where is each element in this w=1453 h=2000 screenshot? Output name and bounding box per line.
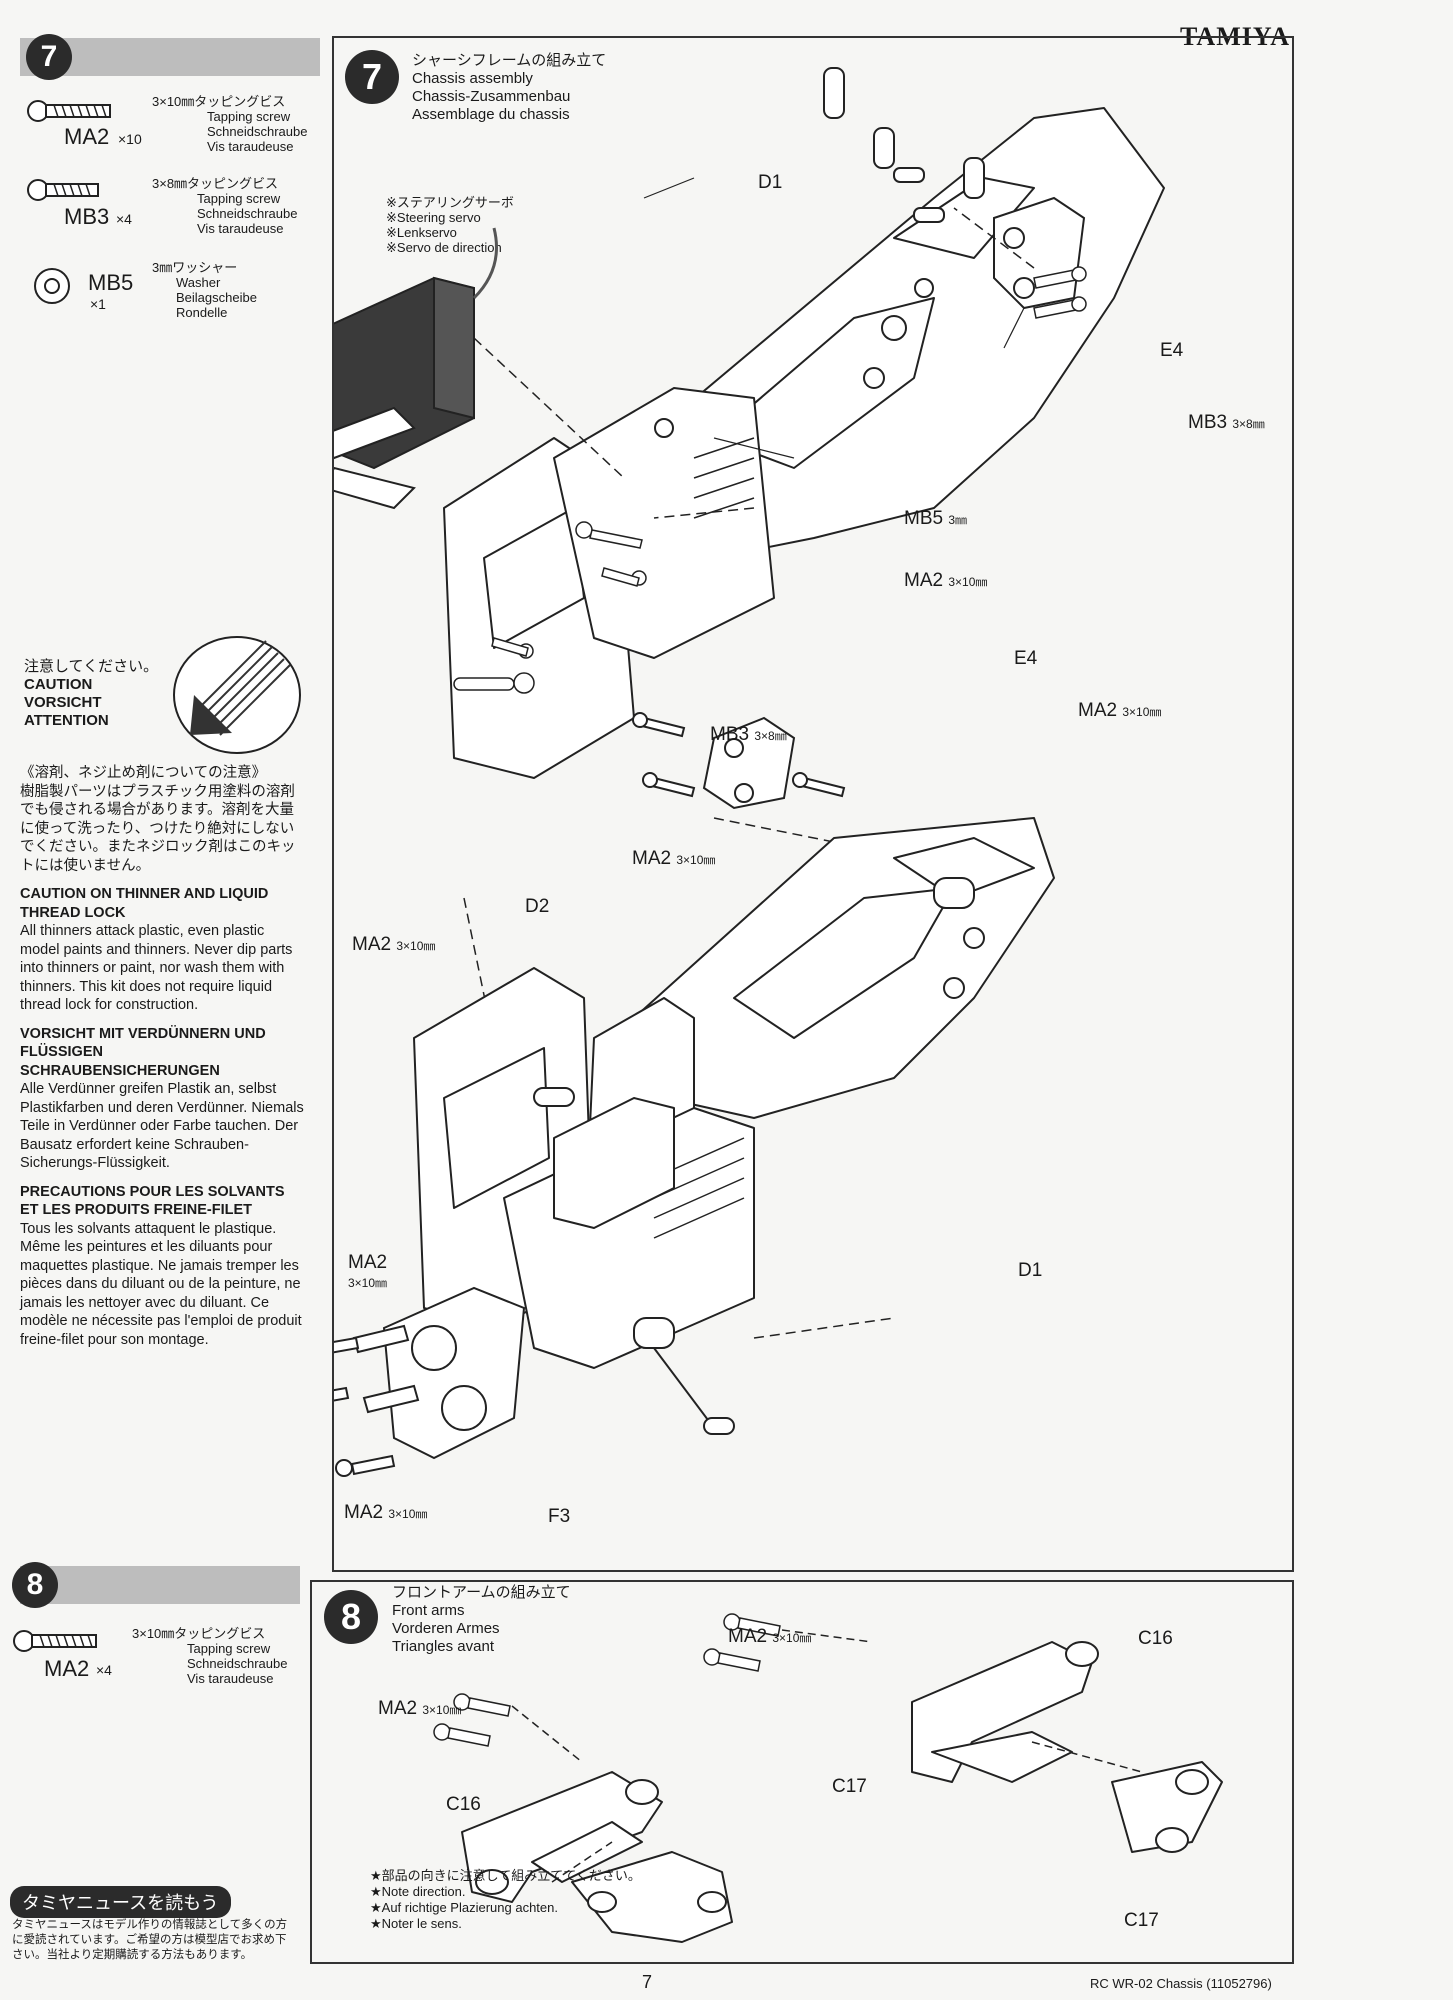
- label-f3: F3: [548, 1506, 571, 1527]
- label-mb3-top: MB3 3×8㎜: [1188, 412, 1265, 433]
- page-number: 7: [642, 1972, 653, 1992]
- part-desc-mb3: 3×8㎜タッピングビス Tapping screw Schneidschraub…: [152, 176, 298, 236]
- part-qty-mb5: ×1: [90, 296, 106, 312]
- caution-heading: 注意してください。 CAUTION VORSICHT ATTENTION: [24, 658, 159, 729]
- step7-assembly-diagram: [334, 67, 1165, 1477]
- steering-servo: [334, 227, 498, 510]
- step8-front-arms-diagram: [433, 1613, 1223, 1943]
- gear-mount-f3: [334, 1087, 735, 1477]
- label-ma2-a: MA2 3×10㎜: [904, 570, 988, 591]
- part-code-mb5: MB5: [88, 270, 134, 295]
- front-arm-c17: [571, 1851, 733, 1943]
- caution-arrow-icon: [173, 636, 301, 754]
- bracket-e4-mid: [632, 712, 846, 810]
- label-e4-mid: E4: [1014, 648, 1038, 669]
- label-d1-top: D1: [758, 172, 783, 193]
- step8-panel-badge: 8: [324, 1590, 378, 1644]
- part-desc-ma2-step8: 3×10㎜タッピングビス Tapping screw Schneidschrau…: [132, 1626, 288, 1686]
- model-code: RC WR-02 Chassis (11052796): [1090, 1976, 1272, 1991]
- label-d2: D2: [525, 896, 550, 917]
- screw-ma2-icon: [27, 100, 111, 122]
- part-code-ma2: MA2: [64, 124, 110, 149]
- label-ma2-f: MA2 3×10㎜: [344, 1502, 428, 1523]
- label-mb3-mid: MB3 3×8㎜: [710, 724, 787, 745]
- label-c17-b: C17: [1124, 1910, 1159, 1931]
- label-ma2-d: MA2 3×10㎜: [352, 934, 436, 955]
- frame-lower: [413, 817, 1055, 1369]
- step7-number-badge: 7: [26, 34, 72, 80]
- part-code-ma2-step8: MA2: [44, 1656, 90, 1681]
- step7-panel: [332, 36, 1294, 1572]
- label-c17-a: C17: [832, 1776, 867, 1797]
- step7-title: シャーシフレームの組み立て Chassis assembly Chassis-Z…: [412, 52, 607, 123]
- part-qty-ma2: ×10: [118, 131, 142, 147]
- part-qty-ma2-step8: ×4: [96, 1662, 112, 1678]
- part-code-mb3: MB3: [64, 204, 110, 229]
- label-c16-a: C16: [1138, 1628, 1173, 1649]
- tamiya-news-badge: タミヤニュースを読もう: [10, 1886, 231, 1918]
- label-c16-b: C16: [446, 1794, 481, 1815]
- step8-header-bar: [20, 1566, 300, 1604]
- part-qty-mb3: ×4: [116, 211, 132, 227]
- washer-mb5-icon: [34, 268, 70, 304]
- label-d1-bottom: D1: [1018, 1260, 1043, 1281]
- label-ma2-c: MA2 3×10㎜: [632, 848, 716, 869]
- direction-note: ★部品の向きに注意して組み立ててください。 ★Note direction. ★…: [370, 1868, 641, 1931]
- label-ma2-step8-a: MA2 3×10㎜: [728, 1626, 812, 1647]
- part-desc-ma2: 3×10㎜タッピングビス Tapping screw Schneidschrau…: [152, 94, 308, 154]
- label-ma2-step8-b: MA2 3×10㎜: [378, 1698, 462, 1719]
- label-mb5: MB5 3㎜: [904, 508, 968, 529]
- tamiya-news-text: タミヤニュースはモデル作りの情報誌として多くの方に愛読されています。ご希望の方は…: [12, 1919, 288, 1961]
- screw-ma2-icon: [13, 1630, 97, 1652]
- servo-note: ※ステアリングサーボ ※Steering servo ※Lenkservo ※S…: [386, 195, 514, 255]
- caution-text-block: 《溶剤、ネジ止め剤についての注意》 樹脂製パーツはプラスチック用塗料の溶剤でも侵…: [20, 765, 304, 1348]
- screw-mb3-icon: [27, 179, 99, 201]
- step8-title: フロントアームの組み立て Front arms Vorderen Armes T…: [392, 1584, 571, 1655]
- step7-panel-badge: 7: [345, 50, 399, 104]
- label-ma2-b: MA2 3×10㎜: [1078, 700, 1162, 721]
- label-e4-top: E4: [1160, 340, 1184, 361]
- step8-number-badge: 8: [12, 1562, 58, 1608]
- part-desc-mb5: 3㎜ワッシャー Washer Beilagscheibe Rondelle: [152, 260, 257, 320]
- step8-panel: [310, 1580, 1294, 1964]
